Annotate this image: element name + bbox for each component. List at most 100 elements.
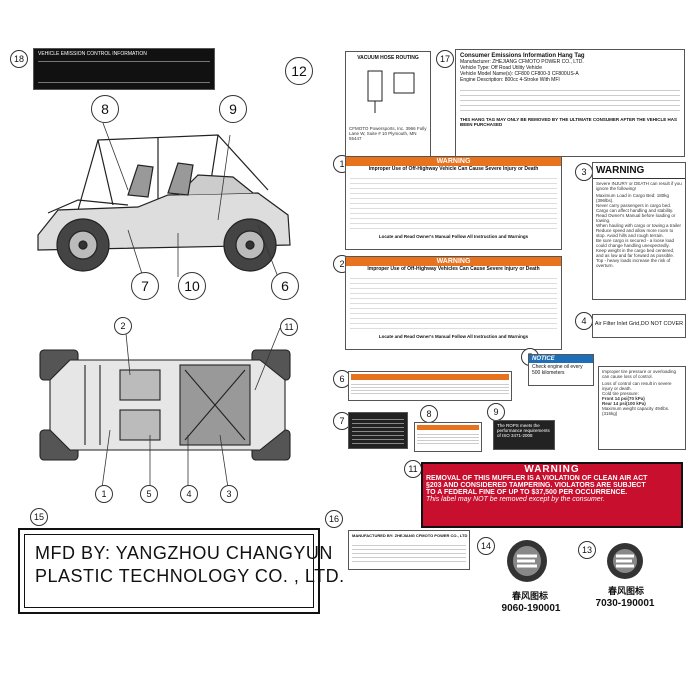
tire-line-3: Cold tire pressure: [602,391,639,396]
hang-tag-line-1: Manufacturer: ZHEJIANG CFMOTO POWER CO.,… [460,59,584,65]
tire-pressure-label: Improper tire pressure or overloading ca… [598,366,686,450]
air-filter-label: Air Filter Inlet Grid,DO NOT COVER [592,314,686,338]
hang-tag-title: Consumer Emissions Information Hang Tag [460,53,585,59]
rops-9-line-1: The ROPS meets the [497,423,540,428]
hang-tag-body [460,86,680,114]
label-7-body [352,416,404,444]
callout-7: 7 [131,272,159,300]
warning-3-line-2: Maximum Load in Cargo Bed: 180kg (396lbs… [596,193,670,203]
label-number-14: 14 [477,537,495,555]
label-number-8: 8 [420,405,438,423]
callout-1: 1 [95,485,113,503]
vacuum-label-address: CFMOTO Powersports, Inc. 3966 Fully Lane… [349,126,427,141]
rops-label-9: The ROPS meets the performance requireme… [493,420,555,450]
muffler-warning-label: WARNING REMOVAL OF THIS MUFFLER IS A VIO… [421,462,683,528]
muffler-line-1: REMOVAL OF THIS MUFFLER IS A VIOLATION O… [426,475,648,482]
label-number-6: 6 [333,370,351,388]
callout-5: 5 [140,485,158,503]
muffler-line-2: §203 AND CONSIDERED TAMPERING. VIOLATORS… [426,482,646,489]
emission-label-title: VEHICLE EMISSION CONTROL INFORMATION [38,51,147,57]
warning-3-line-3: Never carry passengers in cargo bed. [596,203,672,208]
vacuum-hose-routing-label: VACUUM HOSE ROUTING CFMOTO Powersports, … [345,51,431,157]
label-number-11: 11 [404,460,422,478]
notice-title: NOTICE [529,355,593,363]
warning-label-3: WARNING Severe INJURY or DEATH can resul… [592,162,686,300]
logo-13-part: 7030-190001 [595,598,655,609]
callout-9: 9 [219,95,247,123]
callout-6: 6 [271,272,299,300]
rops-9-line-3: of ISO 3471-2008 [497,433,533,438]
air-filter-text: Air Filter Inlet Grid,DO NOT COVER [594,321,684,327]
tire-line-6: Maximum weight capacity 494lbs. (315kg) [602,406,670,416]
vacuum-diagram [367,70,415,113]
warning-1-subtitle: Improper Use of Off-Highway Vehicle Can … [368,166,539,172]
warning-2-body [350,274,557,332]
warning-3-line-4: Cargo can affect handling and stability.… [596,208,676,223]
label-number-13: 13 [578,541,596,559]
emission-label-text [38,61,210,83]
warning-3-line-1: Severe INJURY or DEATH can result if you… [596,181,682,191]
vehicle-top-view [39,322,291,489]
warning-label-2: WARNING Improper Use of Off-Highway Vehi… [345,256,562,350]
muffler-warning-title: WARNING [524,464,580,475]
tire-line-4: Front 14 psi(70 kPa) [602,396,645,401]
label-number-18: 18 [10,50,28,68]
label-number-9: 9 [487,403,505,421]
tire-line-1: Improper tire pressure or overloading ca… [602,369,677,379]
emission-control-label: VEHICLE EMISSION CONTROL INFORMATION [33,48,215,90]
warning-label-6 [348,371,512,401]
vehicle-side-view [37,122,291,278]
manufacturer-body [352,542,466,562]
warning-6-body [351,382,509,396]
manufacturer-label: MANUFACTURED BY: ZHEJIANG CFMOTO POWER C… [348,530,470,570]
callout-3: 3 [220,485,238,503]
logo-14-part: 9060-190001 [501,603,561,614]
warning-1-footer: Locate and Read Owner's Manual Follow Al… [378,234,529,239]
rops-9-line-2: performance requirements [497,428,550,433]
logo-14-name: 春风图标 [511,591,548,601]
hang-tag-footer: THIS HANG TAG MAY ONLY BE REMOVED BY THE… [460,117,678,127]
logo-13-name: 春风图标 [607,586,644,596]
warning-8-bar [417,425,479,430]
notice-label: NOTICE Check engine oil every 500 kilome… [528,354,594,386]
muffler-line-3: TO A FEDERAL FINE OF UP TO $37,500 PER O… [426,489,628,496]
cfmoto-logo-small-icon [607,543,643,579]
tire-line-2: Loss of control can result in severe inj… [602,381,672,391]
tire-line-5: Rear 14 psi(100 kPa) [602,401,646,406]
hang-tag-line-4: Engine Description: 800cc 4-Stroke With … [460,77,560,83]
warning-2-title: WARNING [346,257,561,266]
cfmoto-logo-icon [507,540,547,582]
warning-3-line-5: When hauling with cargo or towing a trai… [596,223,682,238]
muffler-line-4: This label may NOT be removed except by … [426,496,605,503]
hang-tag-label: Consumer Emissions Information Hang Tag … [455,49,685,157]
mfd-by-label: MFD BY: YANGZHOU CHANGYUN PLASTIC TECHNO… [18,528,345,614]
mfd-line-2: PLASTIC TECHNOLOGY CO. , LTD. [35,566,345,586]
label-number-4: 4 [575,312,593,330]
callout-4: 4 [180,485,198,503]
warning-2-footer: Locate and Read Owner's Manual Follow Al… [378,334,529,339]
warning-8-body [417,432,479,446]
warning-3-title: WARNING [593,163,685,179]
warning-6-bar [351,374,509,380]
label-number-17: 17 [436,50,454,68]
callout-15: 15 [30,508,48,526]
warning-1-title: WARNING [346,157,561,166]
hang-tag-line-2: Vehicle Type: Off Road Utility Vehicle [460,65,543,71]
manufacturer-title: MANUFACTURED BY: ZHEJIANG CFMOTO POWER C… [352,533,468,538]
callout-8: 8 [91,95,119,123]
callout-12: 12 [285,57,313,85]
warning-label-1: WARNING Improper Use of Off-Highway Vehi… [345,156,562,250]
vacuum-label-title: VACUUM HOSE ROUTING [357,55,419,61]
rops-label-7 [348,412,408,449]
warning-2-subtitle: Improper Use of Off-Highway Vehicles Can… [367,266,540,272]
hang-tag-line-3: Vehicle Model Name(s): CF800 CF800-3 CF8… [460,71,579,77]
notice-text: Check engine oil every 500 kilometers [532,364,583,376]
warning-3-line-7: Keep weight in the cargo bed centered, a… [596,248,675,268]
callout-11: 11 [280,318,298,336]
warning-label-8 [414,422,482,452]
label-number-16: 16 [325,510,343,528]
mfd-line-1: MFD BY: YANGZHOU CHANGYUN [35,543,333,563]
callout-10: 10 [178,272,206,300]
warning-1-body [350,174,557,232]
warning-3-line-6: Be sure cargo is secured - a loose load … [596,238,675,248]
